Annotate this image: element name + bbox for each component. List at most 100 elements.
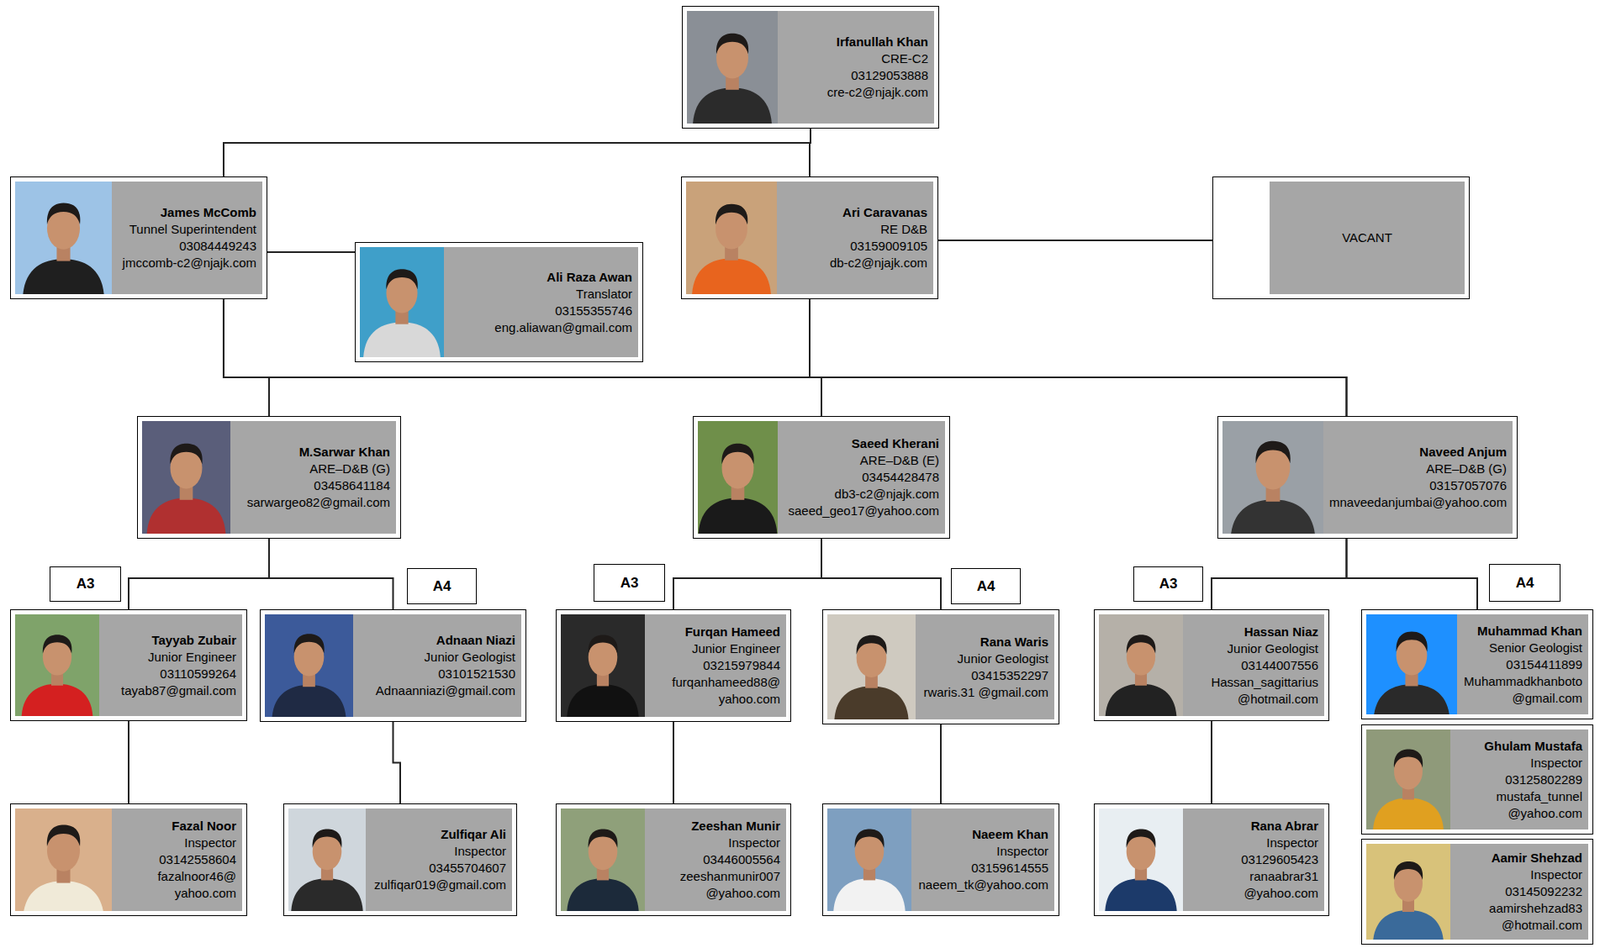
team-tag: A3: [620, 574, 639, 593]
info-panel: Naeem KhanInspector03159614555naeem_tk@y…: [911, 808, 1055, 912]
photo-body: [834, 686, 909, 720]
email-address: tayab87@gmail.com: [105, 682, 237, 700]
person-name: Rana Abrar: [1188, 818, 1319, 835]
person-photo: [15, 181, 112, 295]
job-title: Junior Geologist: [1188, 640, 1319, 658]
org-connector: [939, 724, 942, 804]
team-tag-box: A3: [49, 566, 122, 602]
person-photo: [15, 808, 112, 912]
vacant-box: VACANT: [1212, 176, 1470, 300]
person-card: Irfanullah KhanCRE-C203129053888cre-c2@n…: [681, 5, 940, 129]
job-title: Inspector: [917, 843, 1049, 861]
email-address: aamirshehzad83 @hotmail.com: [1456, 900, 1583, 935]
photo-background: [264, 614, 354, 718]
email-address: jmccomb-c2@njajk.com: [117, 254, 257, 272]
org-connector: [1210, 721, 1213, 804]
photo-frame: [15, 181, 112, 295]
job-title: Junior Geologist: [359, 649, 516, 666]
person-card: James McCombTunnel Superintendent0308444…: [10, 176, 268, 300]
team-tag-box: A3: [1133, 566, 1204, 602]
photo-frame: [686, 10, 778, 124]
person-name: Aamir Shehzad: [1456, 850, 1583, 867]
photo-body: [1373, 684, 1451, 715]
photo-frame: [1366, 844, 1451, 940]
photo-frame: [359, 247, 444, 358]
photo-background: [15, 614, 100, 717]
photo-body: [833, 878, 905, 912]
job-title: Junior Geologist: [921, 650, 1049, 668]
person-name: Furqan Hameed: [650, 623, 781, 641]
person-photo: [264, 614, 354, 718]
photo-background: [1222, 421, 1324, 534]
email-address: Adnaanniazi@gmail.com: [359, 682, 516, 700]
photo-body: [566, 878, 639, 912]
photo-frame: [1098, 614, 1183, 717]
person-photo: [142, 421, 231, 534]
phone-number: 03144007556: [1188, 657, 1319, 675]
email-address: db3-c2@njajk.com: [783, 485, 940, 503]
person-card: Fazal NoorInspector03142558604fazalnoor4…: [10, 803, 248, 917]
job-title: ARE–D&B (G): [236, 460, 391, 478]
info-panel: Muhammad KhanSenior Geologist03154411899…: [1457, 614, 1589, 715]
job-title: Inspector: [371, 843, 507, 861]
vacant-label: VACANT: [1275, 229, 1459, 247]
photo-frame: [827, 808, 912, 912]
info-panel: Naveed AnjumARE–D&B (G)03157057076mnavee…: [1323, 421, 1513, 534]
org-connector: [223, 128, 811, 177]
photo-body: [22, 258, 105, 295]
team-tag: A4: [976, 577, 996, 597]
job-title: Senior Geologist: [1462, 639, 1583, 657]
info-panel: Ali Raza AwanTranslator03155355746eng.al…: [443, 247, 639, 358]
phone-number: 03458641184: [236, 477, 391, 495]
info-panel: Irfanullah KhanCRE-C203129053888cre-c2@n…: [777, 10, 935, 124]
phone-number: 03215979844: [650, 657, 781, 675]
photo-body: [1230, 499, 1316, 534]
org-connector: [821, 538, 941, 610]
photo-background: [1098, 614, 1183, 717]
org-connector: [809, 128, 811, 177]
photo-hair: [721, 443, 754, 465]
org-connector: [673, 538, 822, 610]
person-name: Ari Caravanas: [782, 204, 928, 222]
info-panel: Ghulam MustafaInspector03125802289mustaf…: [1450, 729, 1589, 830]
team-tag-box: A4: [1489, 564, 1561, 602]
job-title: Junior Engineer: [105, 649, 237, 666]
person-photo: [686, 10, 778, 124]
person-card: Tayyab ZubairJunior Engineer03110599264t…: [10, 609, 248, 722]
team-tag: A3: [1159, 575, 1178, 594]
photo-background: [827, 614, 916, 720]
photo-frame: [697, 421, 778, 534]
photo-body: [1372, 910, 1444, 940]
org-connector: [1211, 538, 1347, 610]
info-panel: Rana WarisJunior Geologist03415352297rwa…: [915, 614, 1055, 720]
person-photo: [15, 614, 100, 717]
photo-frame: [1366, 729, 1451, 830]
email-address: Hassan_sagittarius @hotmail.com: [1188, 674, 1319, 708]
person-card: Ghulam MustafaInspector03125802289mustaf…: [1361, 724, 1594, 835]
photo-hair: [715, 204, 748, 226]
person-photo: [1222, 421, 1324, 534]
person-name: Ali Raza Awan: [449, 269, 633, 286]
team-tag-box: A4: [406, 568, 477, 605]
person-photo: [1098, 614, 1183, 717]
email-address: saeed_geo17@yahoo.com: [783, 502, 940, 520]
photo-background: [15, 181, 112, 295]
org-connector: [809, 299, 822, 417]
phone-number: 03155355746: [449, 302, 633, 320]
person-card: Saeed KheraniARE–D&B (E)03454428478db3-c…: [692, 416, 951, 539]
phone-number: 03101521530: [359, 665, 516, 683]
org-connector: [672, 722, 675, 804]
phone-number: 03159614555: [917, 860, 1049, 877]
person-name: Zulfiqar Ali: [371, 826, 507, 844]
photo-frame: [1098, 808, 1183, 912]
phone-number: 03159009105: [782, 237, 928, 255]
photo-body: [22, 881, 105, 912]
org-connector: [809, 299, 1347, 417]
person-name: Hassan Niaz: [1188, 623, 1319, 641]
phone-number: 03129605423: [1188, 851, 1319, 869]
job-title: Tunnel Superintendent: [117, 221, 257, 238]
photo-body: [363, 322, 441, 358]
person-photo: [1366, 729, 1451, 830]
team-tag: A3: [76, 575, 96, 594]
team-tag-box: A4: [950, 568, 1021, 605]
